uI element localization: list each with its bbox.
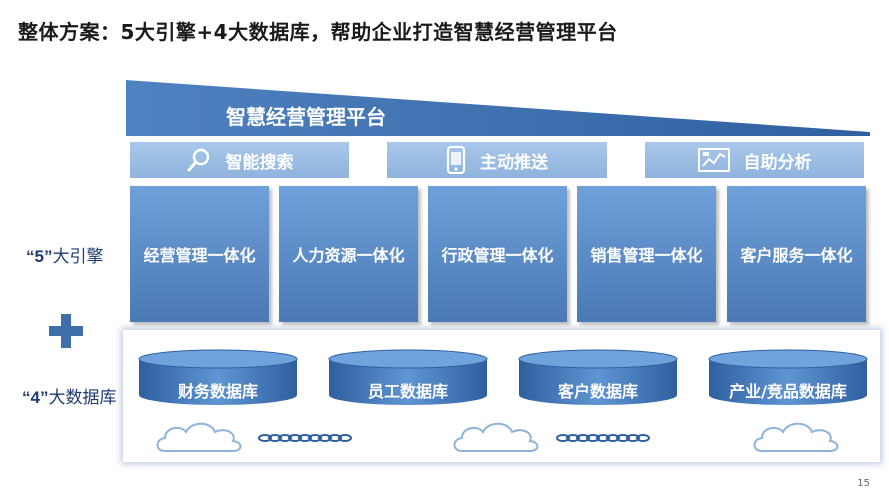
plus-icon xyxy=(49,314,83,348)
platform-title: 智慧经营管理平台 xyxy=(226,105,386,129)
feature-self-analysis[interactable]: 自助分析 xyxy=(645,142,864,178)
engine-box[interactable]: 客户服务一体化 xyxy=(727,186,866,322)
database-cylinder-icon xyxy=(138,349,298,405)
database-cylinder-icon xyxy=(708,349,868,405)
engines-label: “5”大引擎 xyxy=(26,247,104,267)
feature-smart-search[interactable]: 智能搜索 xyxy=(130,142,349,178)
cloud-icon xyxy=(753,422,839,452)
database-label: 客户数据库 xyxy=(557,382,638,401)
database-cylinder-icon xyxy=(518,349,678,405)
databases-label: “4”大数据库 xyxy=(22,388,117,408)
page-number: 15 xyxy=(857,478,870,489)
engine-box[interactable]: 销售管理一体化 xyxy=(577,186,716,322)
database-label: 财务数据库 xyxy=(177,382,258,401)
feature-label: 主动推送 xyxy=(480,152,548,173)
database-cylinder-icon xyxy=(328,349,488,405)
slide-title: 整体方案：5大引擎+4大数据库，帮助企业打造智慧经营管理平台 xyxy=(18,20,618,44)
engine-box[interactable]: 经营管理一体化 xyxy=(130,186,269,322)
feature-label: 自助分析 xyxy=(743,152,812,173)
platform-banner xyxy=(126,80,870,136)
chain-link-icon xyxy=(258,434,352,442)
database-label: 产业/竞品数据库 xyxy=(729,382,847,401)
database-label: 员工数据库 xyxy=(367,382,448,401)
cloud-icon xyxy=(453,422,539,452)
chain-link-icon xyxy=(556,434,650,442)
chart-analysis-icon xyxy=(697,147,730,173)
cloud-icon xyxy=(156,422,242,452)
search-icon xyxy=(186,147,212,173)
feature-label: 智能搜索 xyxy=(225,152,294,173)
engine-box[interactable]: 行政管理一体化 xyxy=(428,186,567,322)
mobile-phone-icon xyxy=(446,146,466,174)
engine-box[interactable]: 人力资源一体化 xyxy=(279,186,418,322)
feature-active-push[interactable]: 主动推送 xyxy=(387,142,607,178)
